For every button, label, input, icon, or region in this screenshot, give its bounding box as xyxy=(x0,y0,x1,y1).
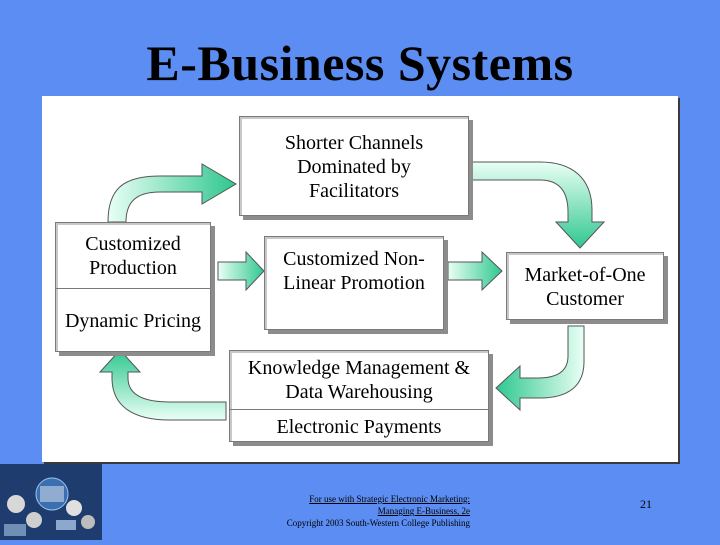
logo-collage-icon xyxy=(0,464,102,540)
electronic-payments-label: Electronic Payments xyxy=(276,415,442,438)
footer-line-3: Copyright 2003 South-Western College Pub… xyxy=(286,518,470,528)
market-of-one-box: Market-of-One Customer xyxy=(506,252,664,320)
customized-promotion-box: Customized Non-Linear Promotion xyxy=(264,236,444,330)
footer-line-1: For use with Strategic Electronic Market… xyxy=(309,494,470,504)
arrow-production-to-channels xyxy=(107,163,237,223)
slide-title: E-Business Systems xyxy=(146,35,574,91)
arrow-market-to-knowledge xyxy=(495,325,585,412)
arrow-knowledge-to-pricing xyxy=(98,349,227,421)
footer-line-2: Managing E-Business, 2e xyxy=(377,506,470,516)
arrow-promotion-to-market xyxy=(447,250,503,292)
dynamic-pricing-label: Dynamic Pricing xyxy=(64,310,202,332)
shorter-channels-box: Shorter Channels Dominated by Facilitato… xyxy=(239,116,469,216)
arrow-channels-to-market xyxy=(469,161,606,249)
arrow-production-to-promotion xyxy=(217,250,265,292)
page-number: 21 xyxy=(640,497,652,511)
market-of-one-label: Market-of-One Customer xyxy=(524,264,646,310)
publisher-logo-image xyxy=(0,464,102,540)
shorter-channels-label: Shorter Channels Dominated by Facilitato… xyxy=(284,132,424,202)
footer-credit: For use with Strategic Electronic Market… xyxy=(250,493,470,529)
knowledge-payments-box: Knowledge Management & Data Warehousing … xyxy=(229,350,489,442)
customized-promotion-label: Customized Non-Linear Promotion xyxy=(283,248,425,294)
production-pricing-box: Customized Production Dynamic Pricing xyxy=(55,222,211,352)
knowledge-management-label: Knowledge Management & Data Warehousing xyxy=(247,357,471,403)
customized-production-label: Customized Production xyxy=(85,232,181,279)
